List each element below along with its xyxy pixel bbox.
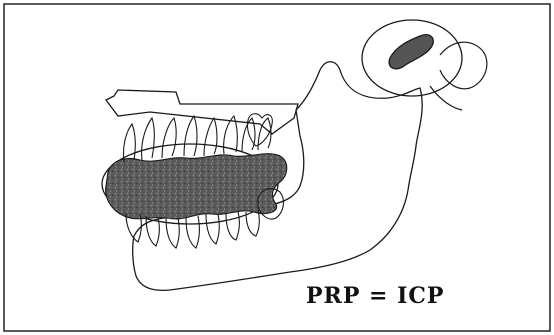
ear-outline bbox=[440, 42, 487, 89]
ligament-line bbox=[430, 86, 462, 110]
diagram-caption: PRP = ICP bbox=[306, 283, 444, 309]
maxilla-outline bbox=[106, 90, 298, 134]
condyle-icon bbox=[389, 35, 433, 69]
